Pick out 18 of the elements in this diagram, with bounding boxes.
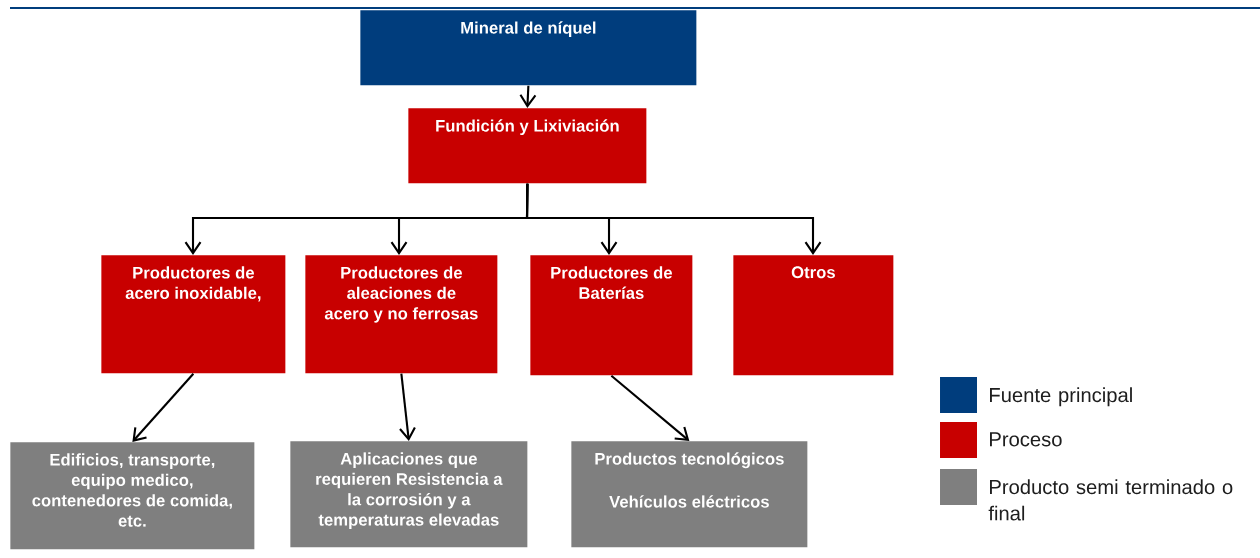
process-box: Productores de Baterías [530,255,693,376]
node-label: Mineral de níquel [461,21,596,38]
source-box: Mineral de níquel [360,10,697,86]
process-box: Fundición y Lixiviación [408,108,647,184]
product-box: Aplicaciones que requieren Resistencia a la corrosión y a temperaturas elevadas [290,441,528,548]
legend-label: Producto semi terminado o final [988,479,1233,521]
process-box: Productores de aleaciones de acero y no ferrosas [305,255,498,374]
arrow [132,373,195,442]
arrow [519,85,537,108]
arrow [525,183,822,255]
product-box: Productos tecnológicos Vehículos eléctricos [571,441,808,548]
process-box: Productores de acero inoxidable, [101,255,286,374]
legend-label: Proceso [990,432,1062,447]
legend-label: Fuente principal [990,387,1132,407]
arrow [610,374,690,441]
arrow [399,373,416,441]
process-box: Otros [733,255,894,376]
product-box: Edificios, transporte, equipo medico, contenedores de comida, etc. [10,442,255,550]
